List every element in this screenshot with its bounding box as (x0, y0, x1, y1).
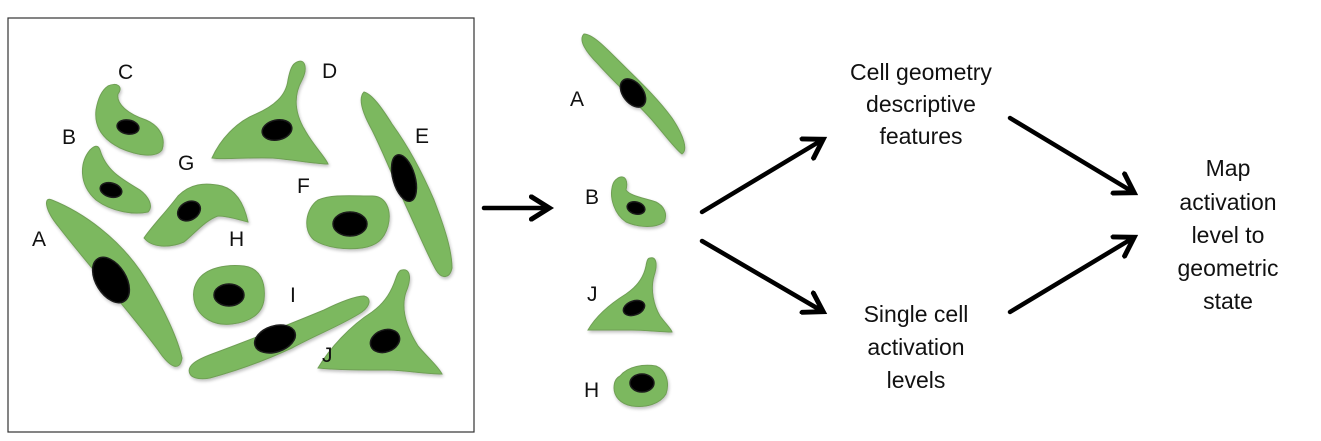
label-d: D (322, 60, 337, 83)
cell-e (360, 91, 453, 277)
selected-label-b: B (585, 186, 599, 209)
arrow-to-features (699, 140, 822, 215)
arrow-to-activation (699, 238, 822, 311)
label-g: G (178, 152, 194, 175)
selected-label-j: J (587, 283, 598, 306)
selected-cell-j (587, 257, 673, 333)
selected-cell-a (581, 33, 686, 155)
map-line-3: level to (1192, 222, 1265, 248)
label-c: C (118, 61, 133, 84)
label-h: H (229, 228, 244, 251)
cell-d (211, 60, 329, 165)
label-a: A (32, 228, 46, 251)
arrow-features-to-map (1007, 115, 1133, 192)
features-line-1: Cell geometry (850, 59, 992, 85)
map-node: Map activation level to geometric state (1178, 155, 1279, 314)
label-i: I (290, 284, 296, 307)
arrow-activation-to-map (1007, 238, 1133, 315)
cell-h (193, 265, 265, 325)
activation-line-3: levels (887, 367, 946, 393)
label-e: E (415, 125, 429, 148)
features-node: Cell geometry descriptive features (850, 59, 992, 149)
activation-node: Single cell activation levels (864, 301, 969, 393)
cell-b (82, 145, 151, 214)
features-line-3: features (879, 123, 962, 149)
selected-cells-column: A B J H (570, 33, 686, 407)
cell-population-panel: C D B G E F A H I J (7, 17, 475, 433)
cell-i (188, 295, 370, 380)
label-b: B (62, 126, 76, 149)
label-f: F (297, 175, 310, 198)
map-line-4: geometric (1178, 255, 1279, 281)
selected-cell-b (611, 176, 667, 227)
cell-f (306, 195, 390, 250)
activation-line-2: activation (867, 334, 964, 360)
cell-c (95, 83, 164, 156)
map-line-5: state (1203, 288, 1253, 314)
features-line-2: descriptive (866, 91, 976, 117)
map-line-2: activation (1179, 189, 1276, 215)
cell-g (143, 183, 249, 247)
activation-line-1: Single cell (864, 301, 969, 327)
selected-label-h: H (584, 379, 599, 402)
cell-j (317, 269, 443, 375)
label-j: J (322, 344, 333, 367)
selected-cell-h (613, 364, 669, 407)
cell-a (46, 198, 183, 367)
map-line-1: Map (1206, 155, 1251, 181)
selected-label-a: A (570, 88, 584, 111)
